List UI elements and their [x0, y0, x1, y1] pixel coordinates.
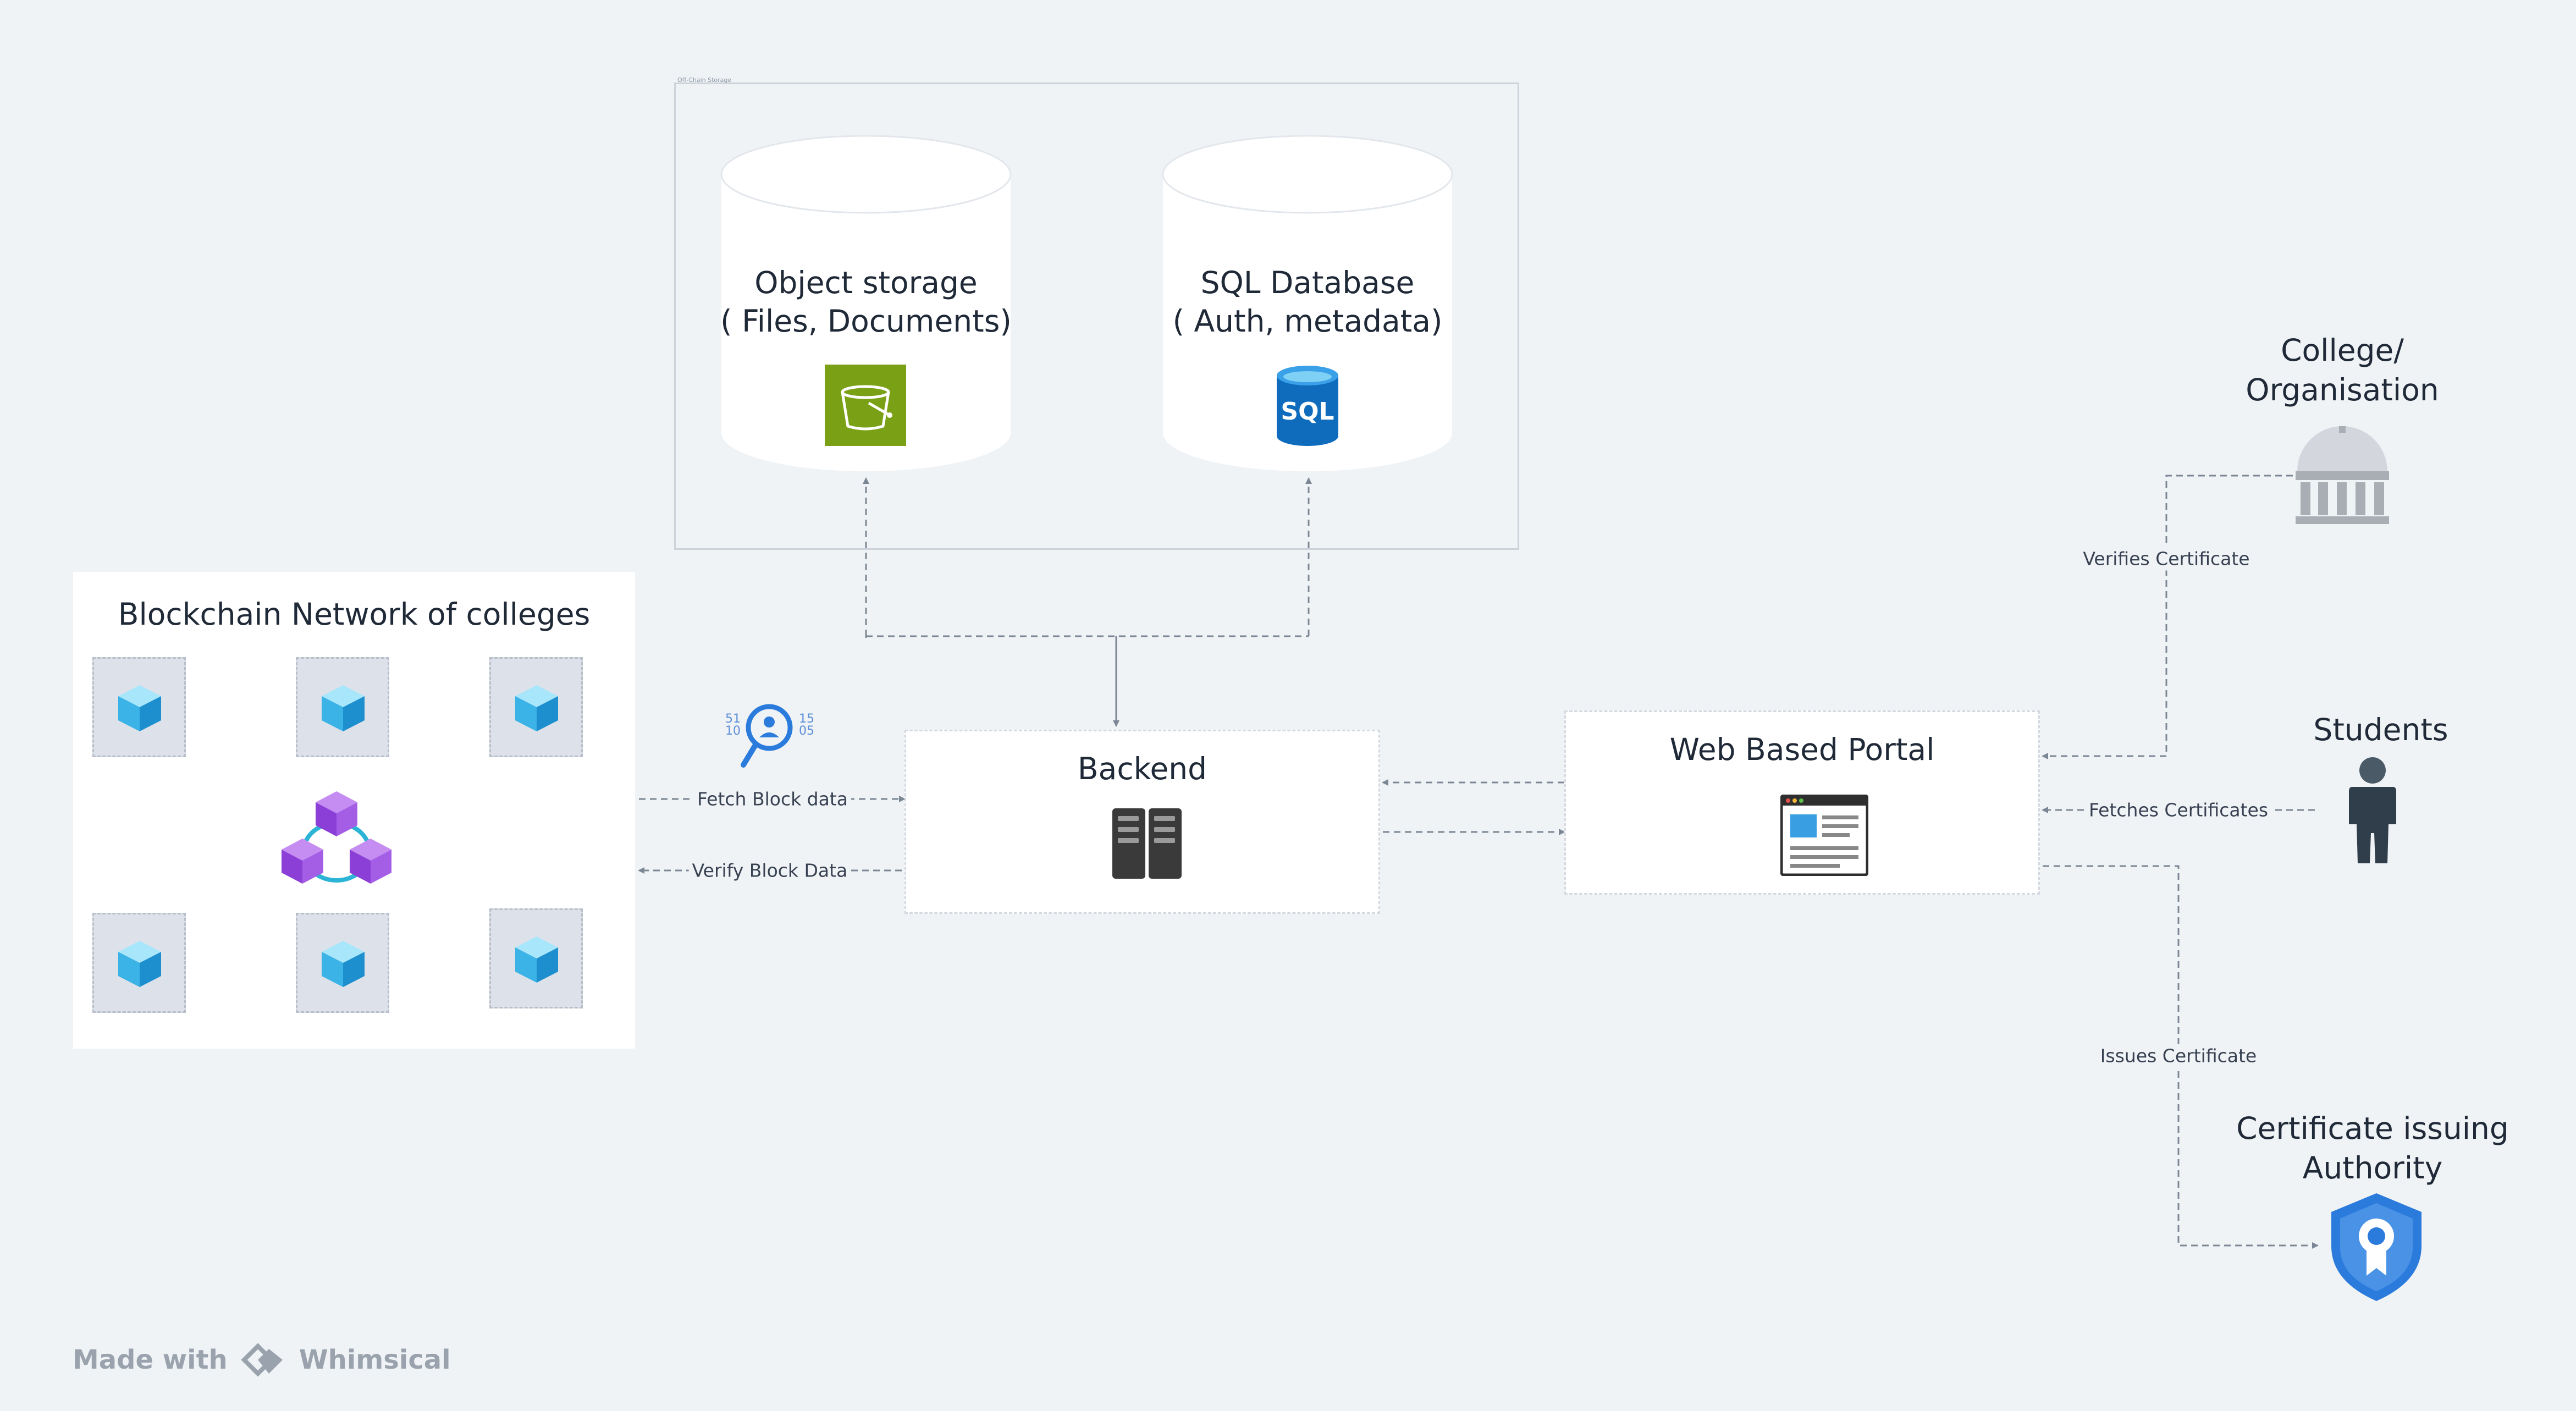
digit: 0 [799, 724, 807, 738]
digit: 0 [733, 724, 741, 738]
made-with-footer: Made with Whimsical [73, 1341, 451, 1379]
cylinder-shape [720, 135, 1012, 471]
backend-node[interactable]: Backend [904, 730, 1380, 914]
object-storage-subtitle: ( Files, Documents) [720, 304, 1012, 339]
block-node[interactable] [296, 913, 389, 1013]
block-node[interactable] [489, 657, 583, 757]
web-portal-node[interactable]: Web Based Portal [1564, 710, 2040, 895]
object-storage-node[interactable]: Object storage ( Files, Documents) [720, 135, 1012, 473]
offchain-caption: Off-Chain Storage [677, 76, 732, 84]
college-subtitle: Organisation [2246, 372, 2439, 407]
sql-database-node[interactable]: SQL Database ( Auth, metadata) SQL [1162, 135, 1453, 473]
block-node[interactable] [296, 657, 389, 757]
whimsical-logo-icon [241, 1343, 283, 1377]
sql-badge-text: SQL [1281, 398, 1334, 426]
web-page-icon [1780, 794, 1869, 878]
data-search-icon: 5 1 1 0 1 5 0 5 [724, 701, 818, 770]
blockchain-network-icon [282, 790, 391, 895]
offchain-storage-group: Off-Chain Storage [674, 76, 1519, 550]
object-storage-title: Object storage [754, 265, 978, 300]
digit: 1 [725, 724, 733, 738]
web-portal-title: Web Based Portal [1669, 732, 1935, 767]
whimsical-brand: Whimsical [299, 1344, 451, 1375]
sql-database-title: SQL Database [1200, 265, 1415, 300]
block-node[interactable] [489, 908, 583, 1008]
digit: 5 [807, 724, 814, 738]
verify-block-label: Verify Block Data [688, 858, 851, 883]
edge-verifies-cert [2042, 475, 2293, 759]
cylinder-shape [1162, 135, 1453, 471]
blockchain-title: Blockchain Network of colleges [118, 597, 591, 632]
person-icon[interactable] [2348, 756, 2397, 866]
block-node[interactable] [92, 913, 186, 1013]
sql-database-icon: SQL [1276, 365, 1339, 447]
digit: 1 [733, 712, 741, 726]
digit: 1 [799, 712, 807, 726]
digit: 5 [725, 712, 733, 726]
authority-subtitle: Authority [2302, 1150, 2443, 1186]
block-node[interactable] [92, 657, 186, 757]
server-icon [1112, 808, 1182, 881]
fetch-block-label: Fetch Block data [693, 787, 852, 811]
fetches-certs-label: Fetches Certificates [2085, 798, 2272, 822]
sql-database-subtitle: ( Auth, metadata) [1172, 304, 1443, 339]
backend-title: Backend [1077, 751, 1207, 786]
verifies-cert-label: Verifies Certificate [2079, 547, 2253, 571]
issues-cert-label: Issues Certificate [2097, 1044, 2260, 1068]
made-with-text: Made with [73, 1344, 228, 1375]
college-title: College/ [2281, 333, 2404, 368]
certificate-badge-icon[interactable] [2331, 1193, 2421, 1303]
digit: 5 [807, 712, 814, 726]
authority-title: Certificate issuing [2236, 1111, 2509, 1146]
institution-icon[interactable] [2293, 426, 2392, 527]
students-title: Students [2313, 712, 2448, 747]
bucket-icon [825, 365, 906, 446]
